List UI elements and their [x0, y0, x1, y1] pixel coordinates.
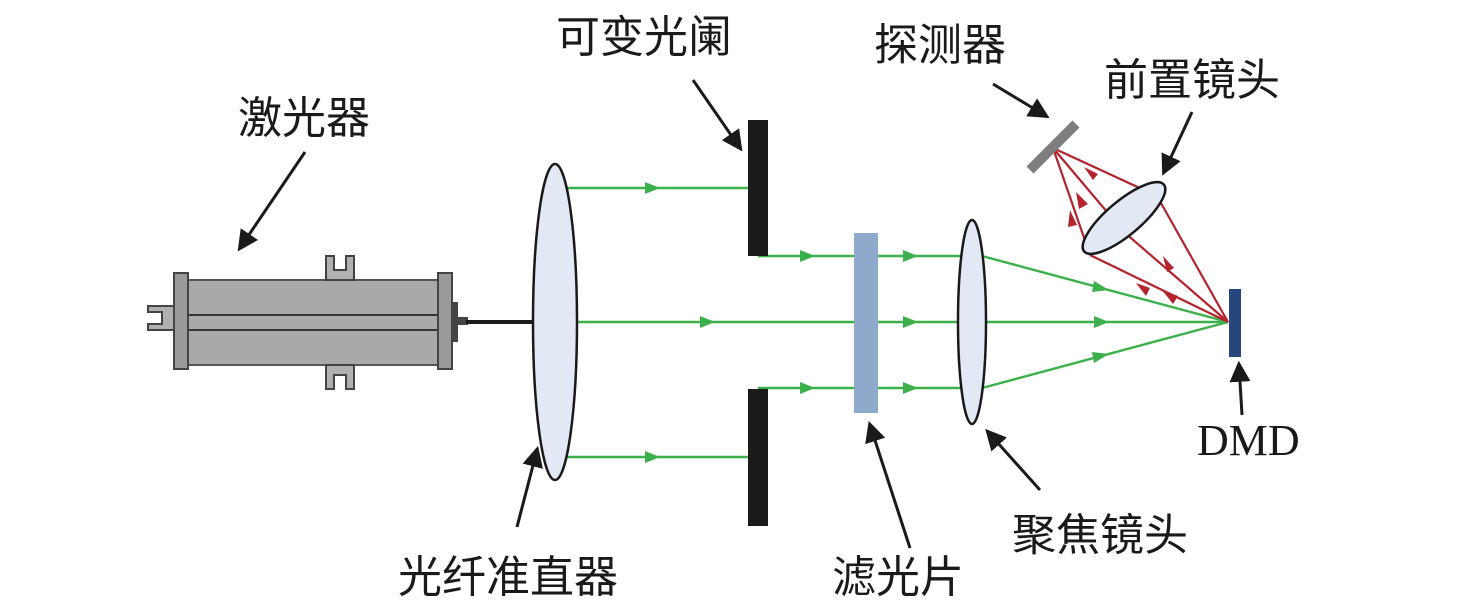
pointer-collimator: [515, 445, 543, 528]
pointer-dmd: [1229, 360, 1251, 416]
filter-plate: [854, 233, 878, 413]
return-beams: [1051, 147, 1229, 323]
laser-clip-top: [325, 255, 355, 281]
pointer-iris: [691, 79, 743, 152]
front-lens: [1081, 180, 1167, 256]
fiber-connector: [456, 317, 468, 325]
laser-body: [184, 279, 446, 366]
aperture-blade-bottom: [748, 389, 768, 526]
laser-flange-right: [437, 272, 453, 370]
laser-flange-left: [173, 272, 189, 370]
forward-beam-arrows: [645, 182, 1109, 463]
label-collimator: 光纤准直器: [398, 552, 618, 603]
label-focus-lens: 聚焦镜头: [1012, 510, 1188, 561]
laser-clip-bottom: [325, 364, 355, 390]
collimator-lens: [531, 162, 579, 482]
detector-plate: [1026, 120, 1080, 174]
aperture-blade-top: [748, 120, 768, 256]
label-detector: 探测器: [874, 20, 1006, 71]
laser: [147, 255, 468, 390]
label-pointers: [237, 79, 1251, 549]
dmd-chip: [1229, 289, 1241, 357]
pointer-laser: [237, 151, 307, 252]
label-filter: 滤光片: [832, 552, 964, 603]
focus-lens: [956, 218, 988, 426]
laser-clip-left: [147, 305, 175, 331]
label-iris: 可变光阑: [556, 12, 732, 63]
pointer-front-lens: [1161, 111, 1194, 176]
label-front-lens: 前置镜头: [1104, 55, 1280, 106]
label-laser: 激光器: [238, 93, 370, 144]
return-beam-arrows: [1068, 167, 1178, 304]
pointer-filter: [865, 421, 912, 549]
pointer-focus-lens: [985, 428, 1042, 492]
pointer-detector: [992, 82, 1050, 119]
laser-output-port: [452, 302, 458, 342]
label-dmd: DMD: [1197, 416, 1300, 465]
